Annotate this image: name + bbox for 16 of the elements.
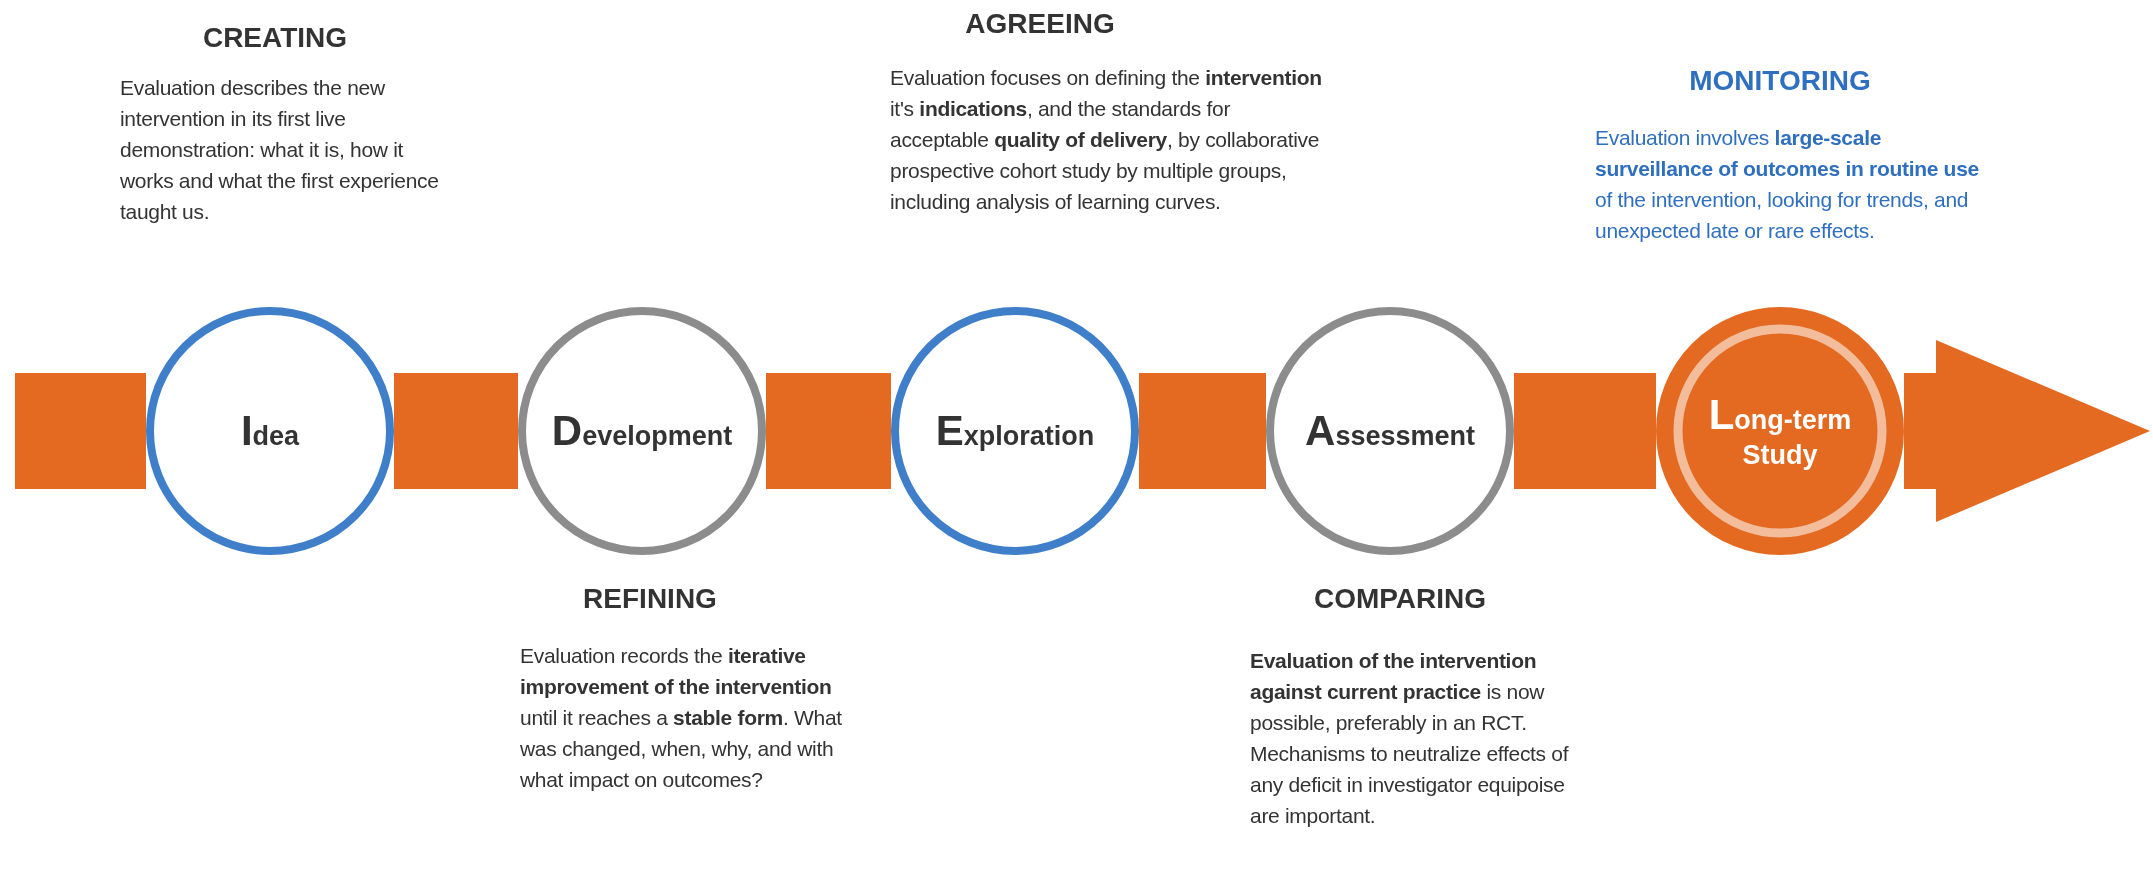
- phase-description: Evaluation involves large-scale surveillance of outcomes in routine use of the intervention, looking for trends, and unexpected late or rare effects.: [1595, 125, 1980, 244]
- phase-description: Evaluation of the intervention against current practice is now possible, preferably in an RCT. Mechanisms to neutralize effects of any deficit in investigator equipoise are important.: [1250, 648, 1570, 829]
- phase-heading: AGREEING: [964, 8, 1116, 40]
- stage-name: Idea: [240, 406, 300, 456]
- phase-heading: CREATING: [201, 22, 349, 54]
- stage-name: Development: [551, 406, 733, 456]
- arrow: [1904, 340, 2150, 522]
- phase-heading: MONITORING: [1688, 65, 1872, 97]
- stage-name: Exploration: [935, 406, 1095, 456]
- phase-heading: REFINING: [582, 583, 718, 615]
- phase-description: Evaluation describes the new intervention in its first live demonstration: what it is, how it works and what the first experience taught us.: [120, 75, 440, 225]
- phase-description: Evaluation focuses on defining the intervention it's indications, and the standards for acceptable quality of delivery, by collaborative prospective cohort study by multiple groups, including analysis of learning curves.: [890, 65, 1323, 215]
- phase-description: Evaluation records the iterative improvement of the intervention until it reaches a stable form. What was changed, when, why, and with what impact on outcomes?: [520, 643, 843, 793]
- stage-name: Assessment: [1305, 406, 1475, 456]
- stage-name: Long-term Study: [1707, 391, 1853, 471]
- phase-heading: COMPARING: [1312, 583, 1488, 615]
